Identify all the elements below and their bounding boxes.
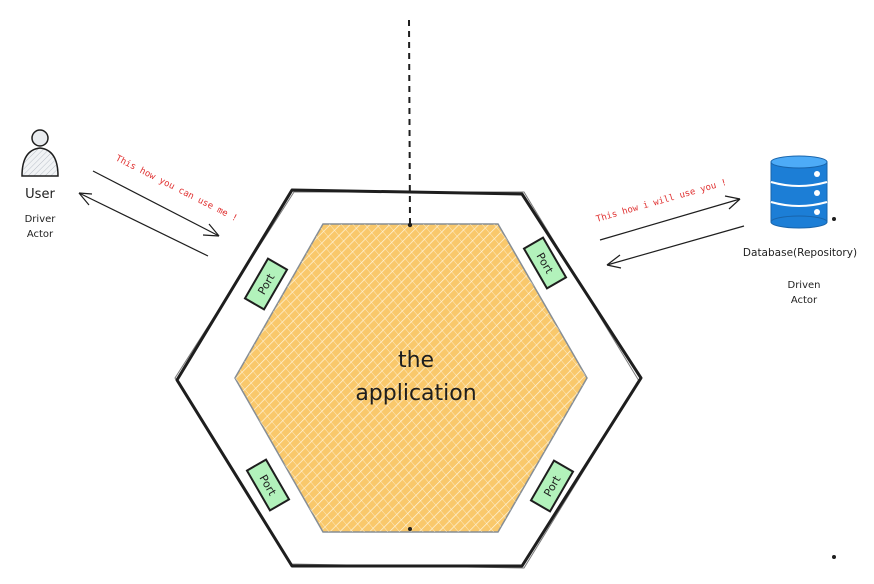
database-actor-role-line1: Driven (788, 280, 821, 291)
core-bottom-connection-dot (408, 527, 412, 531)
port-bottom-left: Port (245, 458, 291, 512)
user-icon (21, 129, 59, 177)
core-top-connection-dot (407, 222, 413, 228)
database-actor-name: Database(Repository) (743, 247, 857, 259)
vertical-dashed-line (408, 19, 411, 226)
user-actor-role-line2: Actor (27, 229, 54, 240)
user-actor-role-line1: Driver (25, 214, 57, 225)
database-icon (770, 155, 828, 229)
driven-arrow-to-database (599, 195, 741, 241)
database-dot (832, 217, 836, 221)
port-top-right: Port (522, 236, 568, 290)
driven-arrow-from-database (606, 225, 745, 269)
database-actor-role-line2: Actor (791, 295, 818, 306)
port-bottom-right: Port (529, 459, 575, 513)
user-actor-name: User (25, 187, 55, 202)
driven-annotation: This how i will use you ! (595, 178, 728, 225)
driver-arrow-from-app (78, 192, 209, 257)
outer-hexagon (175, 188, 643, 568)
port-top-left: Port (243, 257, 289, 311)
stray-dot (832, 555, 836, 559)
core-label-line1: the (398, 348, 434, 373)
driver-arrow-to-app (92, 170, 220, 237)
core-label-line2: application (355, 381, 476, 406)
